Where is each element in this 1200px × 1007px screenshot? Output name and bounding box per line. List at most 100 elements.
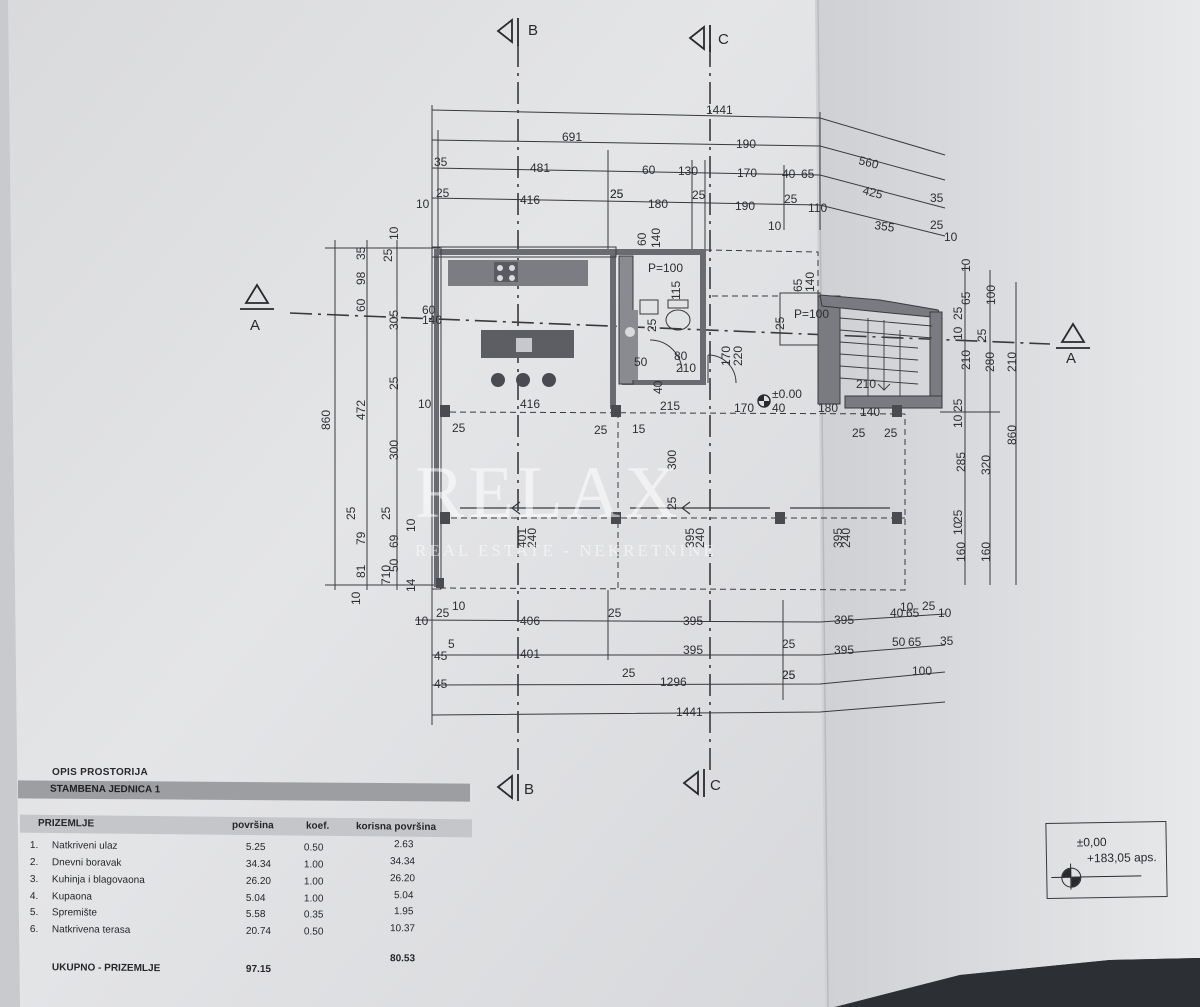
dim-text: 25 [436,186,450,200]
dim-text: 25 [852,426,866,440]
level-relative: ±0,00 [1076,834,1107,850]
dim-text: 300 [665,450,679,470]
dim-text: 25 [379,506,393,520]
section-b-bottom-marker [496,774,513,800]
column-area: površina [232,819,274,832]
dim-text: 40 [651,380,665,394]
post [892,512,902,524]
dim-text: 170 [719,346,733,366]
room-number: 2. [29,857,39,869]
dim-text: 240 [839,528,853,548]
dim-text: 560 [857,153,880,172]
room-usable: 10.37 [389,923,416,935]
bar-stool [516,373,530,387]
dim-text: 25 [645,318,659,332]
total-label: UKUPNO - PRIZEMLJE [51,962,161,975]
dim-text: 210 [1005,352,1019,372]
dim-text: 472 [354,400,368,420]
dim-text: 65 [906,606,920,620]
dim-text: 25 [975,328,989,342]
dim-text: 10 [951,414,965,428]
dim-text: 140 [860,405,880,419]
room-usable: 34.34 [389,856,416,868]
dim-text: 10 [418,397,432,411]
dim-text: 14 [404,578,418,592]
dim-text: 65 [801,167,815,181]
bottom-dimension-lines [414,585,946,725]
room-coef: 1.00 [303,893,324,905]
dim-text: 10 [938,606,952,620]
room-name: Natkrivena terasa [51,924,131,936]
dim-text: 425 [861,183,884,202]
kitchen-furniture [448,260,691,387]
terrace-posts [436,405,902,588]
dim-text: 15 [632,422,646,436]
room-number: 6. [29,924,39,936]
room-coef: 0.35 [303,909,324,921]
section-label-c-bottom: C [710,777,721,794]
dim-text: 160 [979,542,993,562]
room-number: 5. [29,907,39,919]
dim-text: 80 [674,349,688,363]
section-b-top-marker [496,18,513,44]
room-name: Dnevni boravak [51,857,122,869]
dim-text: 10 [900,600,914,614]
room-usable: 5.04 [393,890,414,902]
dim-text: 1441 [676,705,703,719]
dim-text: P=100 [648,261,683,275]
room-name: Kupaona [51,891,93,903]
dim-text: 280 [983,352,997,372]
dim-text: 45 [434,649,448,663]
section-label-b-top: B [528,22,538,39]
unit-band: STAMBENA JEDNICA 1 [18,780,470,802]
right-dimension-lines [940,265,1017,585]
dim-text: 25 [594,423,608,437]
dim-text: 355 [874,218,896,235]
section-a-left-marker [244,283,270,304]
post [611,512,621,524]
dim-text: 60 [422,303,436,317]
dim-text: 100 [912,664,932,678]
dim-text: 10 [959,258,973,272]
dim-text: 401 [520,647,540,661]
staircase [839,317,933,396]
dim-text: 35 [434,155,448,169]
dim-text: 40 [772,401,786,415]
dim-text: 25 [782,637,796,651]
unit-label: STAMBENA JEDNICA 1 [50,783,161,796]
room-coef: 0.50 [303,842,324,854]
bar-stool [542,373,556,387]
room-number: 3. [29,874,39,886]
room-table-title: OPIS PROSTORIJA [52,767,149,778]
section-label-a-left: A [250,317,260,334]
dim-text: 210 [856,377,876,391]
top-dimension-lines [431,105,946,250]
total-area: 97.15 [245,963,272,976]
dim-text: 25 [922,599,936,613]
section-a-right-marker [1060,322,1086,343]
bath-right-wall [700,249,706,384]
kitchen-partition [610,249,616,409]
dim-text: 180 [818,401,838,415]
terrace-outlines [439,249,906,591]
dim-text: 25 [784,192,798,206]
watermark-brand: RELAX [415,452,682,534]
dim-text: 305 [387,310,401,330]
dim-text: 45 [434,677,448,691]
room-area: 5.04 [245,892,266,905]
section-label-b-bottom: B [524,781,534,798]
section-label-a-right: A [1066,350,1076,367]
dim-text: 25 [610,187,624,201]
room-coef: 0.50 [303,926,324,938]
post [775,512,785,524]
section-label-c-top: C [718,31,729,48]
dim-text: P=100 [794,307,829,321]
room-coef: 1.00 [303,859,324,871]
room-name: Spremište [51,907,98,919]
dim-text: 81 [354,564,368,578]
bar-stool [491,373,505,387]
room-area: 26.20 [245,875,272,888]
dim-text: 395 [834,613,854,627]
dim-text: 10 [416,197,430,211]
dim-text: 35 [940,634,954,648]
